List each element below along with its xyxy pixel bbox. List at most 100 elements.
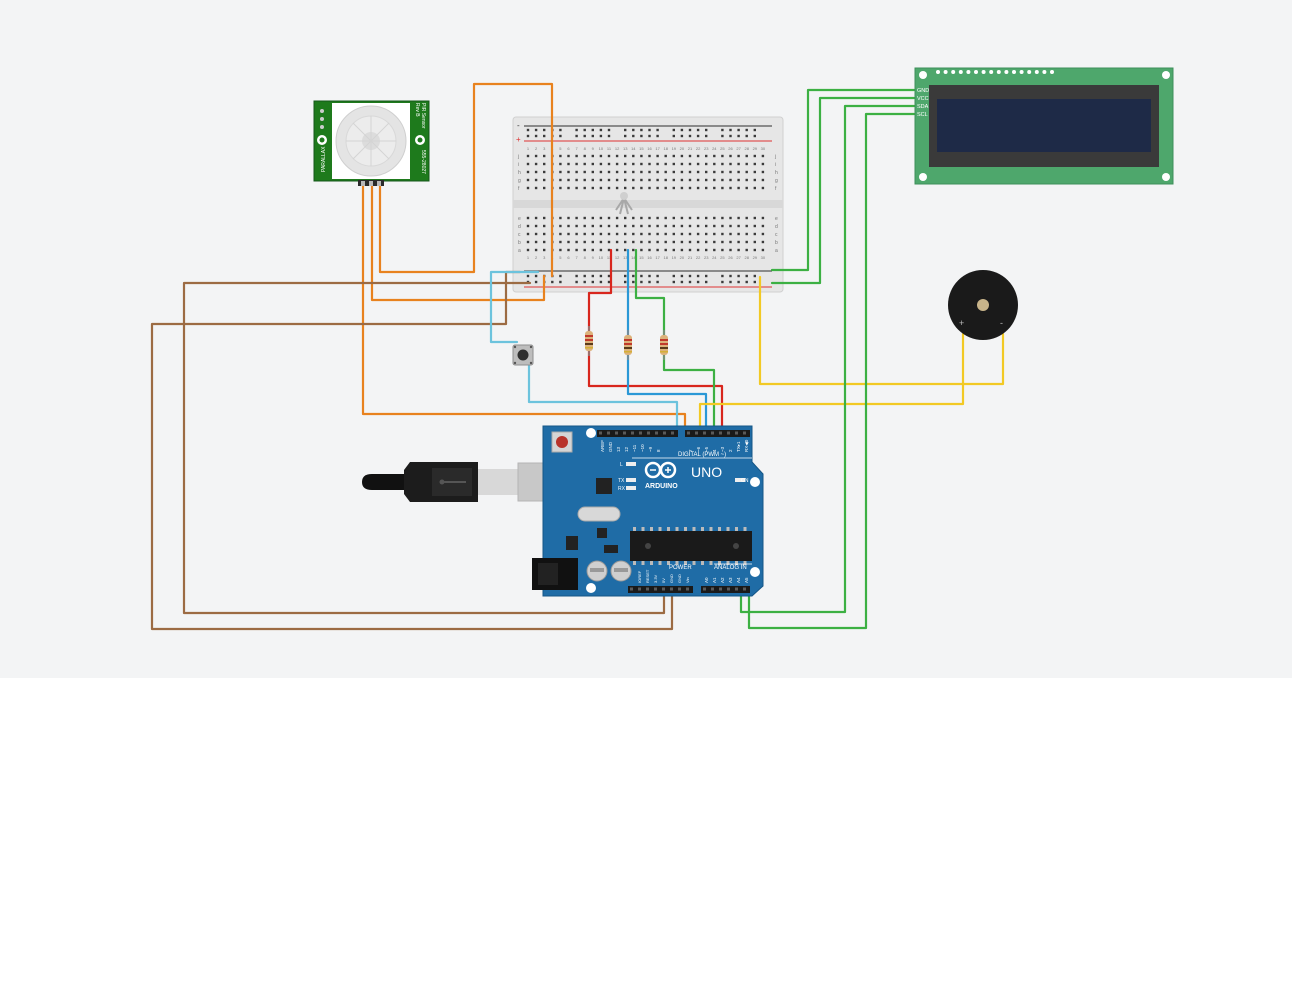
- pir-brand-label: PARALLAX: [321, 146, 327, 172]
- digital-pin-label: 7: [688, 449, 693, 452]
- wire-pir-out[interactable]: [378, 82, 554, 278]
- column-number: 7: [575, 146, 578, 151]
- l-led-label: L: [620, 462, 623, 468]
- row-letter: j: [774, 154, 776, 160]
- row-letter: g: [775, 178, 778, 184]
- wire-rail-to-5v[interactable]: [182, 281, 666, 615]
- usb-cable[interactable]: [362, 462, 575, 502]
- row-letter: h: [775, 170, 778, 176]
- mcu-pins: [633, 527, 747, 565]
- column-number: 26: [728, 146, 733, 151]
- wire-pir-gnd[interactable]: [370, 183, 546, 302]
- column-number: 23: [704, 255, 709, 260]
- column-number: 5: [559, 146, 562, 151]
- analog-pin-label: A4: [736, 577, 741, 583]
- breadboard-holes: [526, 128, 765, 284]
- digital-pin-label: RX◀0: [744, 439, 749, 452]
- column-number: 1: [527, 146, 530, 151]
- breadboard[interactable]: - + 112233445566778899101011111212131314…: [512, 116, 784, 293]
- lcd-pin-label: GND: [917, 88, 929, 94]
- digital-pin-label: 8: [656, 449, 661, 452]
- row-letter: f: [775, 186, 777, 192]
- resistor-blue-channel[interactable]: [624, 330, 632, 360]
- rail-plus-label: +: [516, 135, 521, 144]
- column-number: 20: [680, 255, 685, 260]
- column-number: 13: [623, 255, 628, 260]
- row-letter: e: [518, 216, 521, 222]
- column-number: 9: [592, 146, 595, 151]
- column-number: 28: [744, 255, 749, 260]
- resistor-green-channel[interactable]: [660, 330, 668, 360]
- row-letter: f: [518, 186, 520, 192]
- resistor-red-channel[interactable]: [585, 326, 593, 356]
- digital-pin-label: ~3: [720, 446, 725, 452]
- column-number: 17: [655, 255, 660, 260]
- piezo-buzzer[interactable]: + -: [948, 270, 1018, 340]
- digital-pin-label: ~9: [648, 446, 653, 452]
- row-letter: h: [518, 170, 521, 176]
- buzzer-minus-label: -: [1000, 318, 1003, 328]
- arduino-uno[interactable]: ARDUINO UNO DIGITAL (PWM ~) POWER ANALOG…: [532, 425, 764, 597]
- column-number: 9: [592, 255, 595, 260]
- analog-pin-label: A2: [720, 577, 725, 583]
- column-number: 1: [527, 255, 530, 260]
- power-pin-label: RESET: [645, 569, 650, 583]
- column-number: 30: [761, 146, 766, 151]
- digital-pin-label: 2: [728, 449, 733, 452]
- wire-lcd-vcc[interactable]: [770, 96, 916, 285]
- column-number: 18: [663, 255, 668, 260]
- column-number: 23: [704, 146, 709, 151]
- lcd-pin-label: SDA: [917, 104, 929, 110]
- analog-pin-label: A5: [744, 577, 749, 583]
- column-number: 20: [680, 146, 685, 151]
- wire-buzzer-plus[interactable]: [698, 332, 965, 435]
- row-letter: b: [518, 240, 521, 246]
- power-pin-label: IOREF: [637, 570, 642, 583]
- column-number: 6: [567, 146, 570, 151]
- column-number: 29: [753, 146, 758, 151]
- wire-lcd-sda[interactable]: [739, 104, 916, 614]
- row-letter: c: [518, 232, 521, 238]
- column-number: 27: [736, 255, 741, 260]
- column-number: 18: [663, 146, 668, 151]
- column-number: 19: [672, 146, 677, 151]
- column-number: 14: [631, 146, 636, 151]
- wire-pir-vcc[interactable]: [361, 183, 687, 435]
- column-number: 16: [647, 146, 652, 151]
- wire-lcd-scl[interactable]: [747, 112, 916, 630]
- column-number: 10: [599, 146, 604, 151]
- row-letter: i: [775, 162, 776, 168]
- wire-button-b[interactable]: [527, 362, 679, 435]
- push-button[interactable]: [512, 344, 534, 366]
- rgb-led[interactable]: [615, 192, 633, 215]
- digital-pin-label: 12: [624, 446, 629, 452]
- row-letter: e: [775, 216, 778, 222]
- row-letter: b: [775, 240, 778, 246]
- analog-pin-label: A1: [712, 577, 717, 583]
- row-letter: i: [518, 162, 519, 168]
- wire-button-a[interactable]: [489, 270, 540, 344]
- arduino-uno-text: UNO: [691, 464, 722, 480]
- column-number: 26: [728, 255, 733, 260]
- resistors: [585, 326, 668, 360]
- wire-buzzer-minus[interactable]: [758, 275, 1005, 386]
- column-number: 11: [607, 255, 612, 260]
- pir-sensor[interactable]: PARALLAX PIR Sensor Rev B 555-28027: [313, 100, 430, 186]
- pir-model-label: PIR Sensor: [420, 103, 426, 129]
- digital-pin-label: TX▸1: [736, 441, 741, 452]
- column-number: 12: [615, 255, 620, 260]
- rx-led-label: RX: [618, 486, 626, 492]
- wire-led-blue[interactable]: [626, 248, 708, 435]
- column-number: 17: [655, 146, 660, 151]
- empty-area: [0, 678, 1292, 997]
- column-number: 24: [712, 255, 717, 260]
- wire-lcd-gnd[interactable]: [770, 88, 916, 272]
- lcd-pin-label: SCL: [917, 112, 928, 118]
- column-number: 21: [688, 255, 693, 260]
- power-pin-label: GND: [677, 574, 682, 583]
